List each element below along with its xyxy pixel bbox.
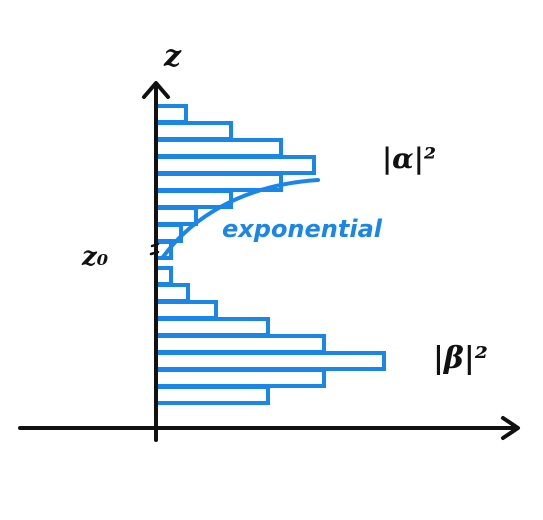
alpha-histogram-bar-1: [154, 104, 188, 124]
exponential-curve: [161, 178, 320, 259]
beta-histogram: [154, 266, 386, 405]
beta-histogram-bar-8: [154, 385, 270, 405]
exponential-label: exponential: [222, 215, 383, 243]
alpha-histogram-bar-2: [154, 121, 233, 141]
z0-tick-mark: [149, 242, 160, 256]
alpha-histogram-bar-4: [154, 155, 316, 175]
beta-histogram-bar-4: [154, 317, 270, 337]
alpha-histogram-bar-6: [154, 189, 233, 209]
beta-histogram-bar-1: [154, 266, 173, 286]
alpha-histogram-bar-3: [154, 138, 283, 158]
beta-histogram-bar-6: [154, 351, 386, 371]
beta-histogram-bar-2: [154, 283, 190, 303]
alpha-histogram-bar-7: [154, 206, 198, 226]
horizontal-axis-arrowhead: [501, 416, 520, 440]
beta-histogram-bar-7: [154, 368, 326, 388]
beta-squared-label: |β|²: [433, 341, 488, 376]
beta-histogram-bar-5: [154, 334, 326, 354]
alpha-squared-label: |α|²: [382, 142, 436, 175]
z0-label: z₀: [81, 242, 109, 272]
beta-histogram-bar-3: [154, 300, 218, 320]
z-axis-arrowhead: [142, 81, 170, 99]
z-axis-label: z: [163, 39, 182, 74]
